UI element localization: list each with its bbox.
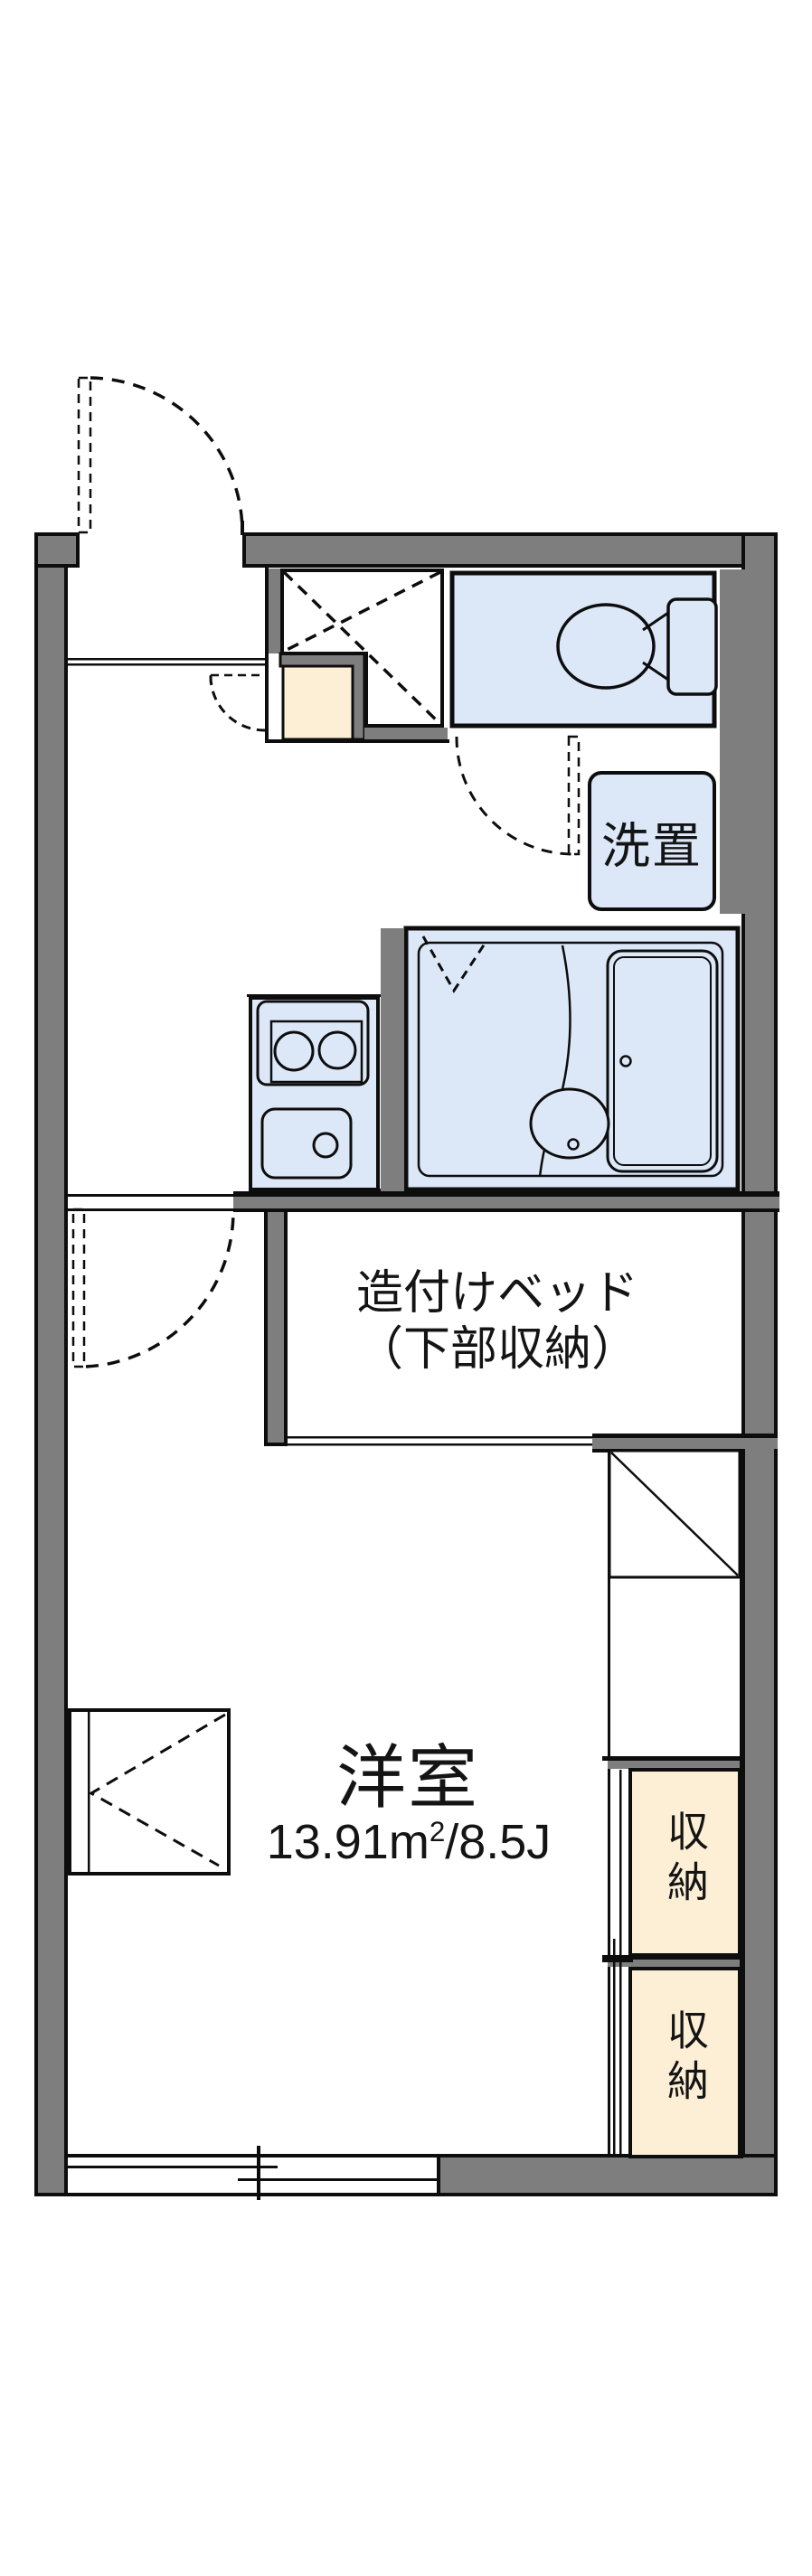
genkan-door — [209, 673, 266, 732]
column-divider1-line — [602, 1756, 743, 1761]
closet-track-tick — [602, 1959, 633, 1962]
bed-wall-bottom-line — [592, 1434, 778, 1438]
toilet-tank — [666, 597, 718, 696]
wall-right — [741, 532, 778, 2196]
bed-wall-top-line2 — [233, 1208, 779, 1212]
corridor-doorway-line1 — [68, 1194, 233, 1197]
storage-lower-box — [628, 1967, 741, 2158]
bath-basin — [529, 1087, 610, 1160]
side-window-opening-dashes — [89, 1713, 226, 1867]
bed-wall-top-line — [233, 1191, 779, 1197]
stove-inner — [269, 1020, 364, 1084]
bed-label-line1: 造付けベッド — [355, 1267, 639, 1320]
entrance-wall-strip — [269, 569, 280, 653]
column-divider2-gray — [608, 1960, 740, 1967]
storage-upper-label: 収納 — [662, 1810, 709, 1911]
corridor-doorway-line2 — [68, 1208, 233, 1211]
bathtub-drain — [619, 1055, 632, 1067]
column-divider2-line — [602, 1955, 743, 1960]
kitchen-unit — [249, 996, 380, 1191]
bed-front-edge1 — [288, 1436, 594, 1439]
kitchen-bottom-line — [249, 1189, 381, 1193]
bottom-window — [68, 2146, 439, 2200]
wall-right-upper-pad — [720, 569, 745, 914]
bath-inner-frame — [417, 941, 724, 1178]
kitchen-sink — [260, 1107, 353, 1180]
toilet-doorway — [457, 734, 719, 770]
bathtub — [606, 949, 719, 1173]
step-line-1 — [68, 658, 265, 661]
genkan-floor — [281, 664, 354, 741]
column-divider1-gray — [608, 1761, 740, 1769]
kitchen-counter-edge — [247, 994, 381, 997]
entrance-block-left-line — [265, 565, 269, 743]
toilet-door-leaf — [567, 735, 581, 856]
area-suffix: /8.5J — [445, 1815, 552, 1869]
walls — [34, 532, 778, 2196]
bottom-window-sash-right — [238, 2178, 439, 2181]
bathroom-fixtures — [417, 935, 724, 1178]
wall-left — [34, 532, 68, 2196]
area-unit: m — [388, 1815, 430, 1869]
stove-burner-left — [273, 1030, 315, 1072]
entrance-block — [68, 521, 449, 743]
sink-faucet — [312, 1132, 339, 1159]
stove-burner-right — [317, 1030, 357, 1070]
bottom-window-sash-left — [68, 2166, 278, 2168]
washer-box — [588, 771, 716, 911]
storage-lower-label: 収納 — [662, 2008, 709, 2110]
bath-basin-drain — [567, 1138, 580, 1151]
wall-top-left-stub — [34, 532, 80, 568]
shoe-storage-x1 — [282, 570, 442, 726]
kitchen-bath-wall — [381, 928, 404, 1191]
step-line-2 — [68, 663, 265, 666]
shoe-storage-x2 — [286, 570, 441, 652]
door-frame-tick — [241, 521, 244, 535]
bathtub-inner — [613, 956, 712, 1166]
entrance-bottom-wall — [364, 728, 448, 739]
storage-upper-box — [628, 1768, 741, 1957]
toilet — [455, 597, 719, 856]
bottom-window-inner-line — [68, 2193, 439, 2196]
area-value: 13.91 — [266, 1815, 389, 1869]
toilet-bowl — [556, 603, 656, 690]
washer-label: 洗置 — [601, 819, 703, 874]
side-window-inner-line — [88, 1712, 90, 1872]
western-room-title: 洋室 — [336, 1739, 479, 1818]
entrance-door-arc — [90, 376, 244, 533]
bed-wall-left — [264, 1208, 288, 1446]
genkan-door-arc — [209, 675, 266, 732]
bed-label-line2: （下部収納） — [355, 1323, 639, 1376]
wall-top — [242, 532, 778, 568]
bottom-window-center-mullion — [257, 2146, 260, 2200]
entrance-door — [77, 376, 244, 534]
column-left-line — [608, 1451, 610, 2154]
kitchen — [247, 928, 404, 1193]
right-column — [602, 1449, 743, 2158]
bed-label: 造付けベッド （下部収納） — [356, 1265, 638, 1377]
corridor-door-arc — [85, 1210, 235, 1368]
genkan-door-leaf — [209, 673, 265, 689]
bottom-window-outer-line — [68, 2154, 439, 2158]
bed-room-walls — [68, 1191, 779, 1453]
bed-wall-top-gray — [233, 1197, 779, 1208]
bed-front-edge2 — [288, 1443, 594, 1446]
counter-diagonal — [610, 1452, 739, 1576]
area-unit-sup: 2 — [429, 1816, 446, 1847]
bath-folding-door — [421, 935, 488, 993]
entrance-bottom-line — [265, 739, 449, 743]
toilet-door-arc — [455, 736, 574, 856]
wall-bottom — [437, 2154, 778, 2196]
entrance-door-leaf — [77, 376, 92, 534]
toilet-seat-lines — [642, 611, 669, 682]
bed-wall-bottom-gray — [592, 1438, 778, 1449]
western-room-area: 13.91m2/8.5J — [267, 1814, 552, 1870]
corridor-door-leaf — [71, 1208, 86, 1368]
closet-track-line2 — [613, 1939, 616, 2154]
stove — [256, 1000, 370, 1086]
side-window — [68, 1708, 231, 1876]
